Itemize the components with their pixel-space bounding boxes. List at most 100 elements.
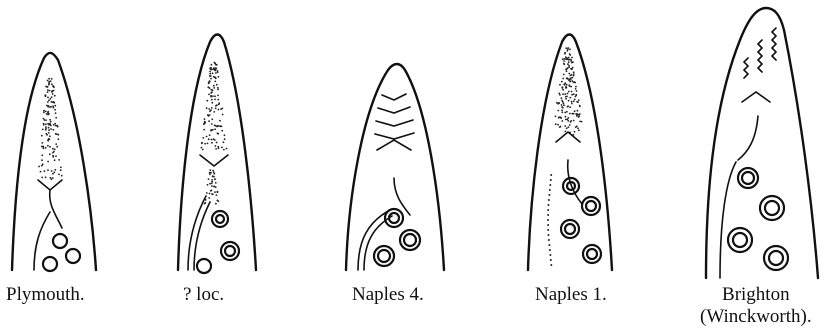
stipple-dot: [209, 110, 211, 112]
stipple-dot: [208, 197, 210, 199]
stipple-dot: [557, 110, 559, 112]
stipple-dot: [211, 139, 213, 141]
stipple-dot: [207, 143, 209, 145]
stipple-dot: [562, 89, 564, 91]
stipple-dot: [209, 193, 211, 195]
egg-ring: [565, 224, 575, 234]
ridge-mark: [758, 40, 762, 72]
stipple-dot: [569, 124, 571, 126]
stipple-dot: [210, 75, 212, 77]
stipple-dot: [41, 159, 43, 161]
stipple-dot: [570, 59, 572, 61]
stipple-dot: [52, 152, 54, 154]
stipple-dot: [52, 93, 54, 95]
stipple-dot: [45, 123, 47, 125]
stipple-dot: [560, 97, 562, 99]
stipple-dot: [47, 97, 49, 99]
egg-ring: [561, 220, 579, 238]
stipple-dot: [41, 135, 43, 137]
stipple-dot: [50, 121, 52, 123]
stipple-dot: [550, 259, 552, 261]
stipple-dot: [206, 136, 208, 138]
egg-ring: [197, 259, 211, 273]
stipple-dot: [576, 115, 578, 117]
stipple-dot: [206, 107, 208, 109]
stipple-dot: [548, 244, 550, 246]
stipple-dot: [209, 173, 211, 175]
stipple-dot: [221, 147, 223, 149]
stipple-dot: [47, 145, 49, 147]
stipple-dot: [45, 147, 47, 149]
stipple-dot: [547, 229, 549, 231]
stipple-dot: [578, 99, 580, 101]
stipple-dot: [53, 107, 55, 109]
stipple-dot: [58, 174, 60, 176]
stipple-dot: [559, 84, 561, 86]
stipple-dot: [570, 79, 572, 81]
stipple-dot: [216, 194, 218, 196]
stipple-dot: [222, 114, 224, 116]
egg-ring: [764, 246, 788, 270]
caption-line: (Winckworth).: [700, 306, 812, 328]
outline: [178, 35, 256, 271]
stipple-dot: [214, 99, 216, 101]
stipple-dot: [565, 131, 567, 133]
siphon-line: [720, 162, 736, 278]
stipple-dot: [573, 113, 575, 115]
stipple-dot: [558, 93, 560, 95]
stipple-dot: [47, 86, 49, 88]
stipple-dot: [47, 101, 49, 103]
stipple-dot: [207, 114, 209, 116]
stipple-dot: [211, 181, 213, 183]
stipple-dot: [52, 177, 54, 179]
stipple-dot: [215, 203, 217, 205]
stipple-dot: [569, 113, 571, 115]
stipple-dot: [207, 86, 209, 88]
stipple-dot: [211, 107, 213, 109]
stipple-dot: [55, 143, 57, 145]
stipple-dot: [573, 73, 575, 75]
stipple-dot: [548, 234, 550, 236]
stipple-dot: [564, 112, 566, 114]
stipple-dot: [564, 52, 566, 54]
stippled-region: [201, 62, 228, 151]
stipple-dot: [575, 88, 577, 90]
caption-line: Brighton: [700, 284, 812, 306]
stipple-dot: [54, 105, 56, 107]
stipple-dot: [563, 102, 565, 104]
stipple-dot: [563, 58, 565, 60]
stipple-dot: [208, 83, 210, 85]
stipple-dot: [53, 124, 55, 126]
stipple-dot: [222, 108, 224, 110]
stipple-dot: [209, 172, 211, 174]
stipple-dot: [566, 84, 568, 86]
stipple-dot: [215, 72, 217, 74]
egg-ring: [389, 213, 399, 223]
stipple-dot: [47, 123, 49, 125]
stipple-dot: [558, 102, 560, 104]
egg-ring: [586, 201, 596, 211]
chevron-mark: [38, 180, 62, 190]
stipple-dot: [52, 148, 54, 150]
egg-ring: [43, 257, 57, 271]
stipple-dot: [55, 155, 57, 157]
stipple-dot: [48, 129, 50, 131]
stipple-dot: [44, 170, 46, 172]
stipple-dot: [207, 184, 209, 186]
stipple-dot: [558, 116, 560, 118]
siphon-line: [50, 190, 62, 228]
stipple-dot: [47, 106, 49, 108]
stipple-dot: [201, 143, 203, 145]
stipple-dot: [215, 145, 217, 147]
stipple-dot: [48, 78, 50, 80]
stipple-dot: [61, 175, 63, 177]
stipple-dot: [573, 120, 575, 122]
stipple-dot: [570, 75, 572, 77]
egg-ring: [378, 250, 390, 262]
stipple-dot: [208, 120, 210, 122]
chevron-mark: [742, 92, 770, 102]
stipple-dot: [565, 96, 567, 98]
stipple-dot: [216, 64, 218, 66]
stipple-dot: [555, 123, 557, 125]
stipple-dot: [568, 126, 570, 128]
